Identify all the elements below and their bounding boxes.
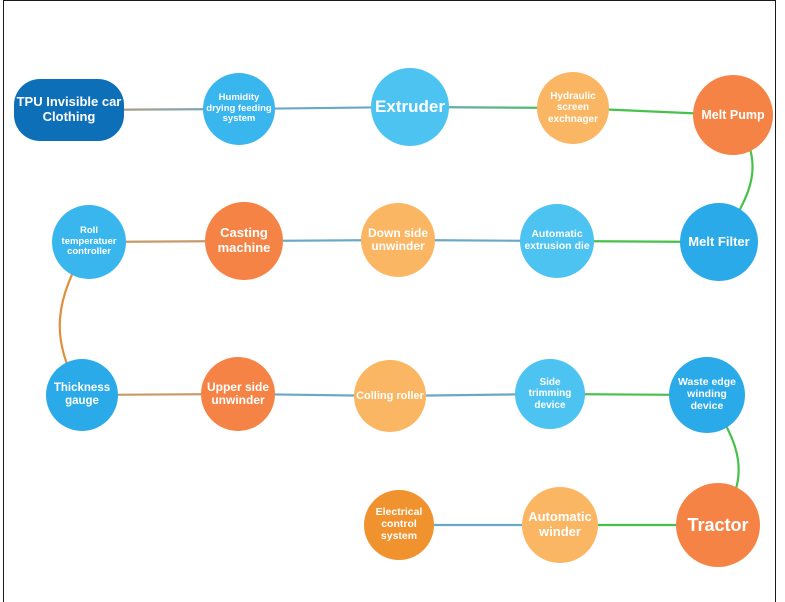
node-label: TPU Invisible car Clothing (16, 94, 122, 124)
node-label: Side trimming device (528, 377, 572, 411)
node-label: Waste edge winding device (678, 376, 736, 412)
node-label: Automatic extrusion die (524, 228, 590, 252)
node-waste-edge-winding-device[interactable]: Waste edge winding device (669, 357, 745, 433)
node-automatic-winder[interactable]: Automatic winder (522, 487, 598, 563)
node-side-trimming-device[interactable]: Side trimming device (515, 359, 585, 429)
canvas-border-top (3, 0, 776, 1)
node-label: Electrical control system (375, 506, 423, 542)
node-electrical-control-system[interactable]: Electrical control system (364, 490, 434, 560)
node-label: Humidity drying feeding system (206, 92, 272, 125)
node-label: Down side unwinder (367, 225, 428, 253)
node-label: Roll temperatuer controller (61, 225, 117, 258)
node-melt-filter[interactable]: Melt Filter (680, 203, 758, 281)
node-label: Upper side unwinder (206, 379, 269, 407)
node-tpu-invisible-car-clothing[interactable]: TPU Invisible car Clothing (14, 79, 124, 141)
node-extruder[interactable]: Extruder (371, 68, 449, 146)
node-label: Hydraulic screen exchnager (547, 91, 599, 125)
canvas-border-right (775, 0, 776, 602)
canvas-border-left (3, 0, 4, 602)
node-melt-pump[interactable]: Melt Pump (693, 75, 773, 155)
node-upper-side-unwinder[interactable]: Upper side unwinder (201, 357, 275, 431)
node-hydraulic-screen-exchnager[interactable]: Hydraulic screen exchnager (537, 72, 609, 144)
node-humidity-drying-feeding-system[interactable]: Humidity drying feeding system (203, 73, 275, 145)
node-roll-temperatuer-controller[interactable]: Roll temperatuer controller (52, 205, 126, 279)
node-label: Melt Filter (688, 233, 750, 249)
node-label: Melt Pump (701, 108, 765, 122)
node-label: Automatic winder (528, 509, 592, 539)
node-automatic-extrusion-die[interactable]: Automatic extrusion die (520, 204, 594, 278)
node-label: Extruder (375, 97, 445, 117)
node-down-side-unwinder[interactable]: Down side unwinder (361, 203, 435, 277)
node-thickness-gauge[interactable]: Thickness gauge (46, 359, 118, 431)
node-label: Tractor (687, 514, 749, 535)
node-tractor[interactable]: Tractor (676, 483, 760, 567)
node-colling-roller[interactable]: Colling roller (354, 360, 426, 432)
node-casting-machine[interactable]: Casting machine (205, 202, 283, 280)
node-label: Casting machine (217, 225, 271, 255)
node-label: Thickness gauge (53, 382, 111, 407)
node-label: Colling roller (356, 389, 424, 402)
